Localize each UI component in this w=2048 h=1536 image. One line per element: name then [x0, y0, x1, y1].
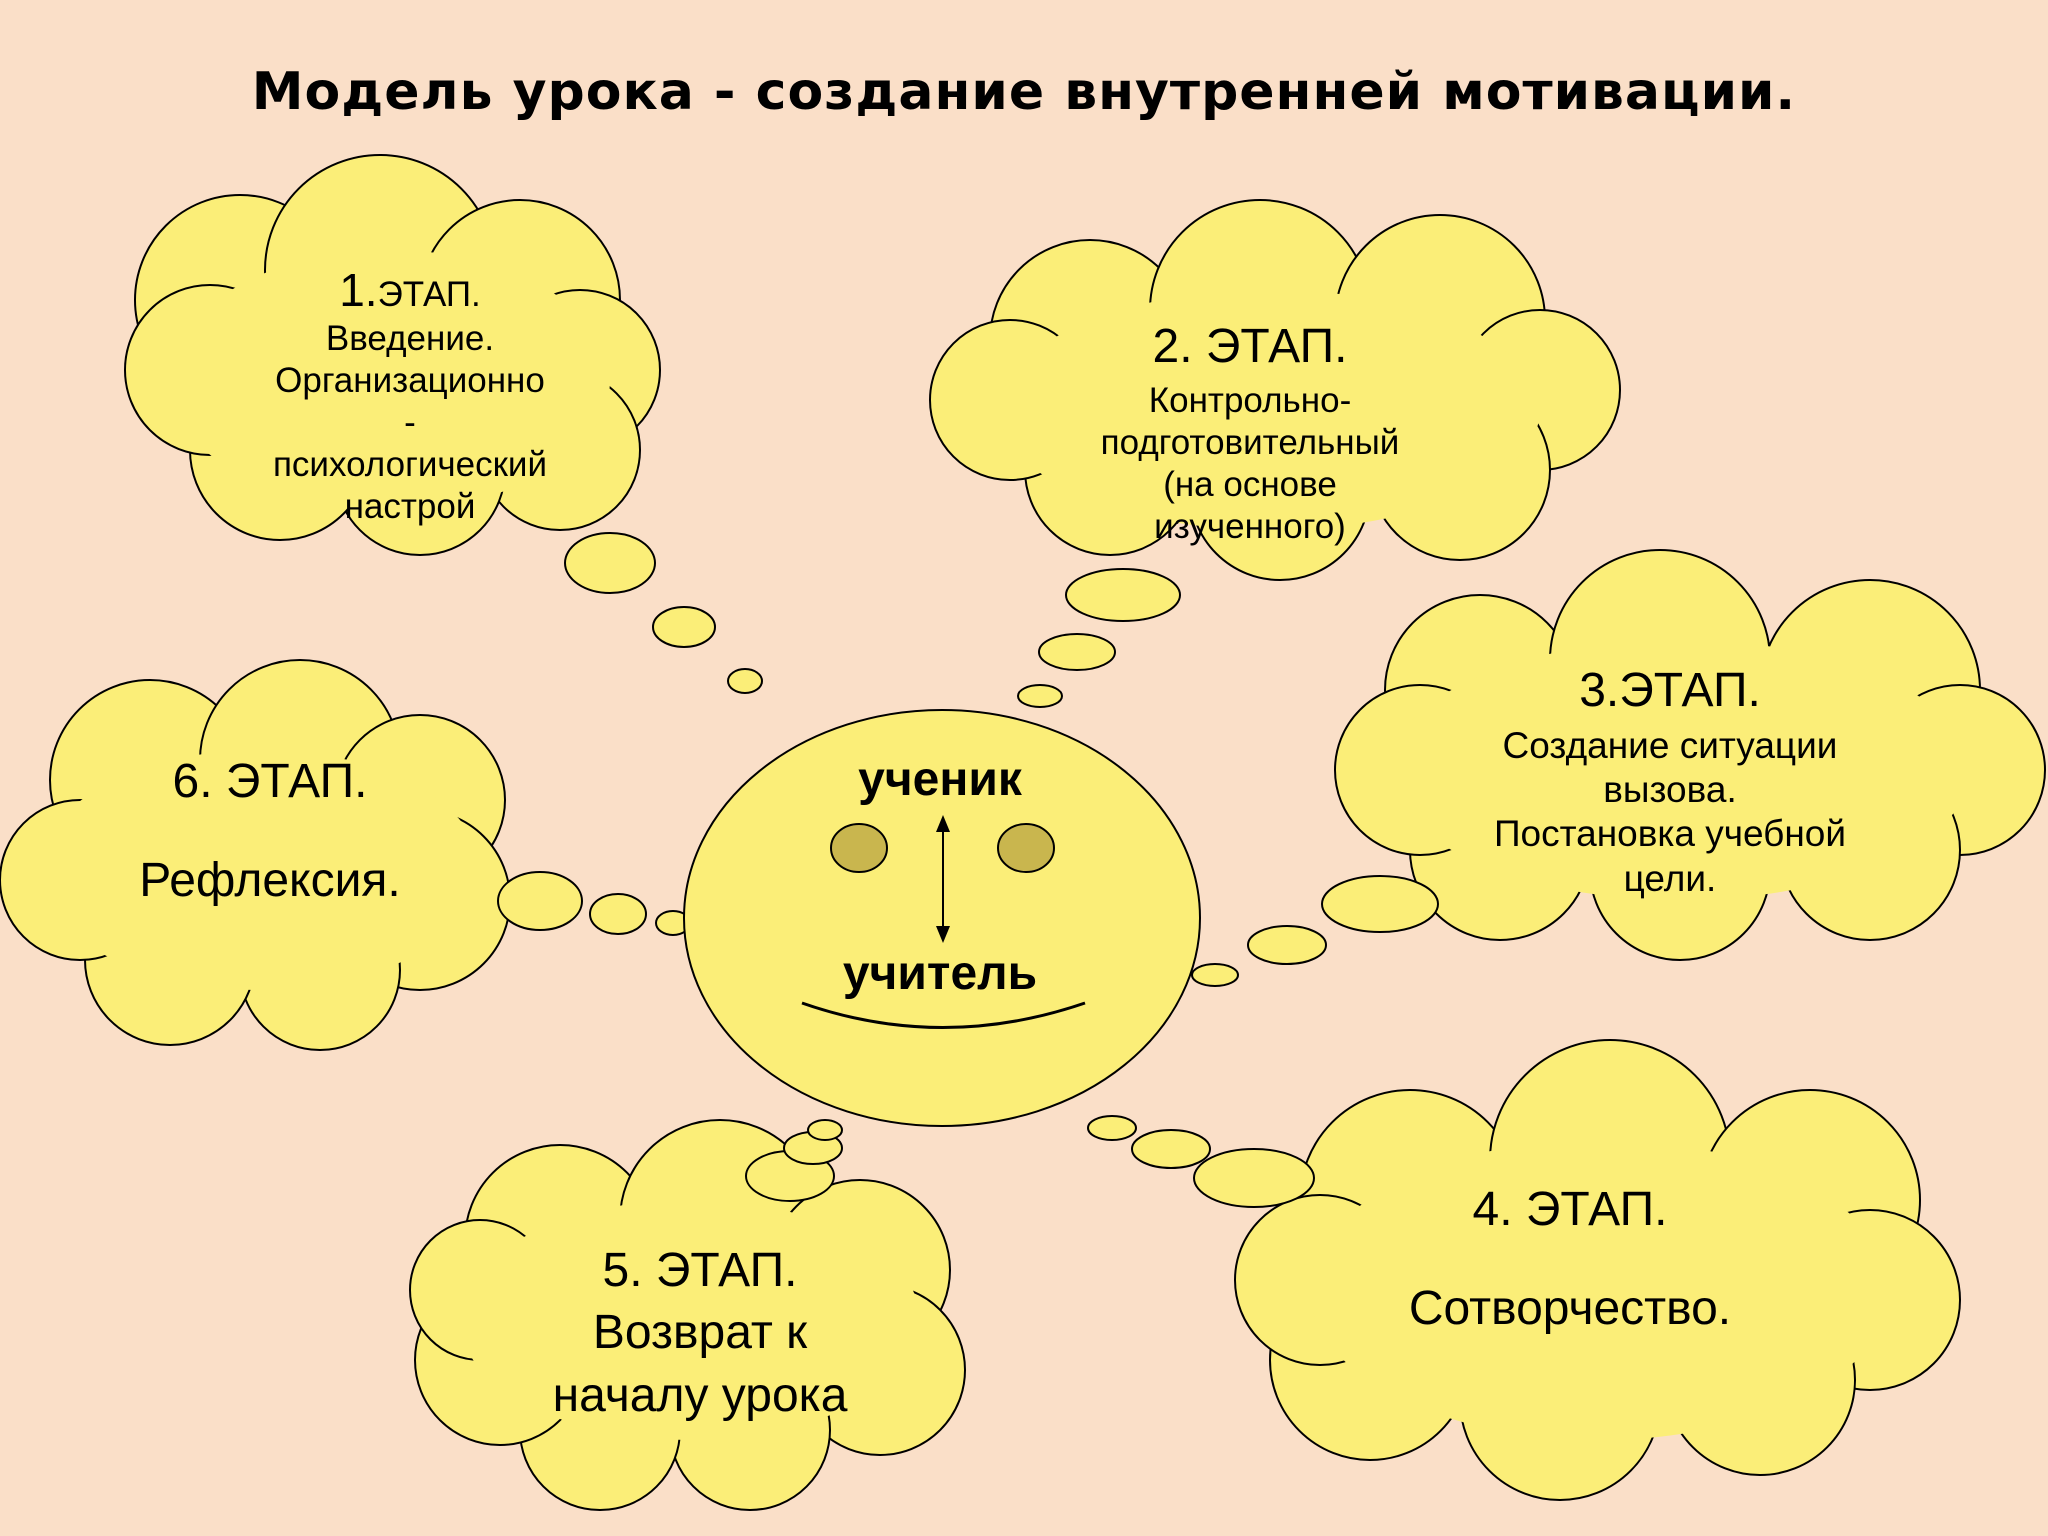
stage-3-line: Создание ситуации [1502, 724, 1838, 766]
cloud-stage-4 [1234, 1039, 1961, 1501]
stage-3-line: цели. [1623, 857, 1717, 899]
trail-stage-4 [1087, 1115, 1315, 1208]
stage-2-line: (на основе [1163, 464, 1337, 504]
stage-4-line [1380, 1243, 1760, 1275]
stage-6-title: 6. ЭТАП. [172, 755, 368, 808]
stage-1-line: Введение. [325, 319, 495, 359]
stage-1-line: Организационно [275, 361, 545, 401]
stage-3-text: 3.ЭТАП. Создание ситуации вызова. Постан… [1460, 662, 1880, 901]
cloud-stage-3 [1334, 549, 2046, 961]
stage-2-title: 2. ЭТАП. [1152, 320, 1348, 373]
stage-3-title: 3.ЭТАП. [1579, 664, 1761, 717]
stage-1-line: - [404, 403, 416, 443]
trail-stage-5 [745, 1119, 843, 1202]
stage-1-title: 1.ЭТАП. [339, 264, 481, 316]
smile [801, 1001, 1086, 1029]
trail-stage-1 [564, 532, 763, 694]
stage-5-line: началу урока [552, 1368, 848, 1422]
stage-2-text: 2. ЭТАП. Контрольно- подготовительный (н… [1050, 318, 1450, 548]
teacher-label: учитель [842, 947, 1038, 1000]
stage-6-line: Рефлексия. [139, 854, 401, 908]
page-title: Модель урока - создание внутренней мотив… [251, 62, 1797, 122]
stage-2-line: подготовительный [1100, 422, 1400, 462]
right-eye [997, 823, 1055, 873]
stage-6-line [90, 815, 450, 847]
left-eye [830, 823, 888, 873]
stage-1-text: 1.ЭТАП. Введение. Организационно - психо… [230, 263, 590, 528]
stage-1-line: настрой [344, 487, 476, 527]
stage-4-title: 4. ЭТАП. [1472, 1183, 1668, 1236]
cloud-stage-1 [124, 154, 661, 556]
trail-stage-2 [1017, 568, 1181, 708]
stage-6-text: 6. ЭТАП. Рефлексия. [90, 748, 450, 914]
stage-2-line: Контрольно- [1148, 380, 1352, 420]
student-label: ученик [858, 753, 1022, 806]
stage-5-line: Возврат к [592, 1306, 808, 1360]
trail-stage-3 [1191, 875, 1439, 987]
cloud-stage-5 [409, 1119, 966, 1511]
central-face [683, 709, 1201, 1127]
stage-4-text: 4. ЭТАП. Сотворчество. [1380, 1176, 1760, 1342]
stage-4-line: Сотворчество. [1408, 1282, 1732, 1336]
stage-5-title: 5. ЭТАП. [602, 1244, 798, 1297]
stage-3-line: вызова. [1603, 768, 1737, 810]
stage-1-line: психологический [272, 445, 548, 485]
double-arrow-icon [936, 815, 950, 943]
stage-5-text: 5. ЭТАП. Возврат к началу урока [510, 1240, 890, 1427]
cloud-stage-6 [0, 659, 511, 1051]
stage-3-line: Постановка учебной [1493, 813, 1847, 855]
stage-2-line: изученного) [1154, 506, 1346, 546]
cloud-stage-2 [929, 199, 1621, 581]
trail-stage-6 [497, 871, 691, 936]
